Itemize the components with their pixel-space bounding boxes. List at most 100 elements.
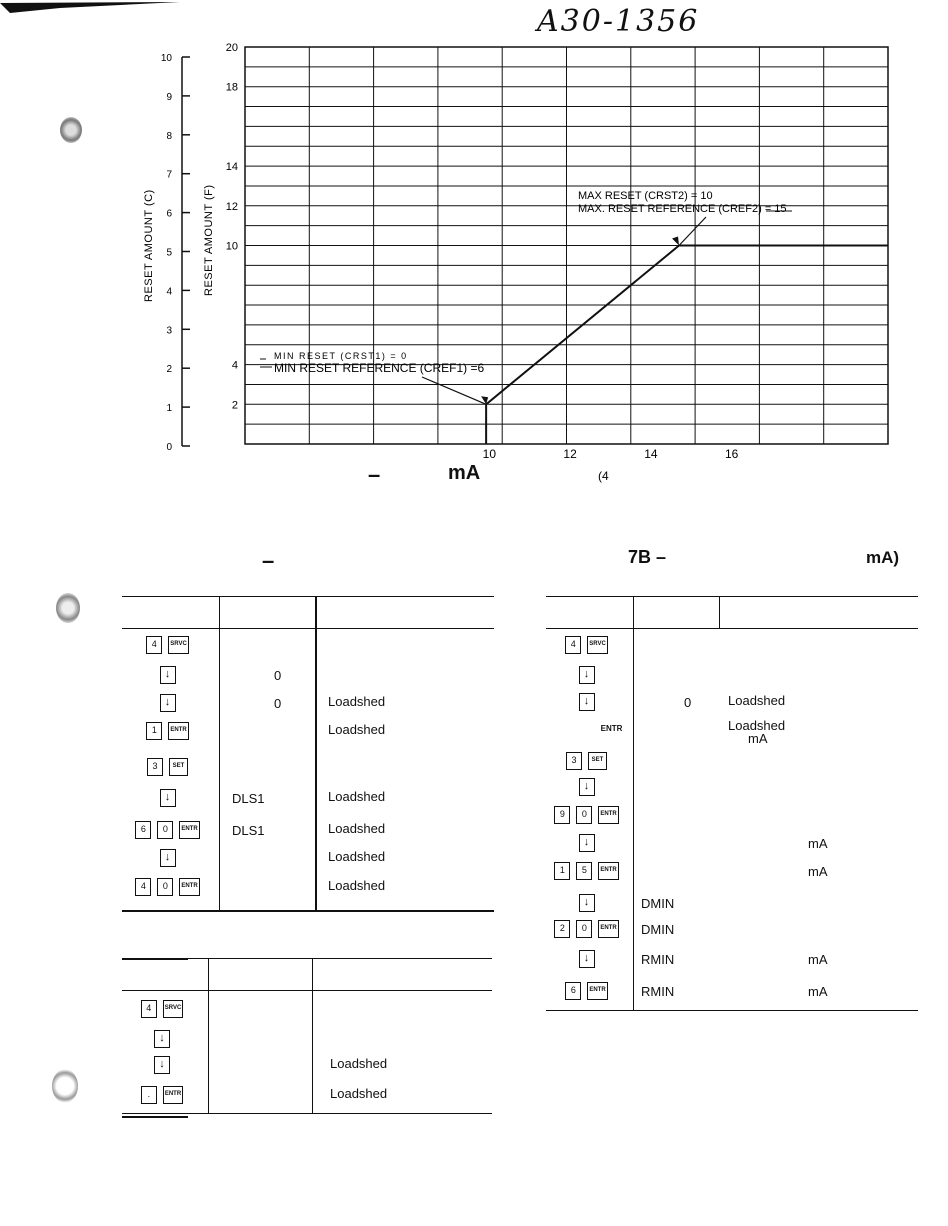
- key-sequence: .ENTR: [122, 1086, 208, 1104]
- annotation-max-reset: MAX RESET (CRST2) = 10: [578, 190, 713, 202]
- key-sequence: ↓: [546, 666, 633, 684]
- keycap-down-arrow: ↓: [159, 789, 176, 807]
- table-row: ↓: [122, 1030, 492, 1054]
- table-row: ↓0: [122, 666, 494, 690]
- left-axis-tick-label: 10: [161, 53, 173, 64]
- keycap-down-arrow: ↓: [578, 950, 595, 968]
- annotation-min-reset-reference: MIN RESET REFERENCE (CREF1) =6: [274, 361, 484, 375]
- key-sequence: 1 ENTR: [122, 722, 219, 740]
- right-axis-tick-label: 2: [232, 399, 238, 411]
- min-annotation-arrowhead: [481, 396, 489, 405]
- keycap-9: 9: [554, 806, 571, 824]
- keycap-entr: ENTR: [587, 982, 608, 1000]
- keycap-1: 1: [554, 862, 571, 880]
- handwritten-document-id: A30-1356: [537, 4, 700, 39]
- chart-grid: [244, 46, 889, 445]
- display-value: RMIN: [641, 984, 675, 999]
- keycap-entr: ENTR: [598, 920, 619, 938]
- y-axis-label-celsius: RESET AMOUNT (C): [143, 189, 155, 302]
- display-value: DMIN: [641, 922, 675, 937]
- keycap-down-arrow: ↓: [578, 693, 595, 711]
- comment-text: Loadshed: [328, 878, 386, 893]
- keycap-down-arrow: ↓: [159, 666, 176, 684]
- reset-line: [485, 244, 888, 444]
- keycap-6: 6: [135, 821, 152, 839]
- comment-text: Loadshed: [330, 1086, 388, 1101]
- key-sequence: 6 ENTR: [546, 982, 633, 1000]
- comment-text: Loadshed: [328, 722, 386, 737]
- right-axis-tick-label: 20: [226, 42, 238, 54]
- key-sequence: ↓: [546, 894, 633, 912]
- display-value: 0: [274, 696, 282, 711]
- comment-unit: mA: [808, 836, 828, 851]
- keycap-down-arrow: ↓: [159, 849, 176, 867]
- right-axis-tick-label: 14: [226, 161, 238, 173]
- chart-caption-unit: mA: [448, 462, 481, 484]
- key-label-enter: ENTR: [600, 724, 623, 733]
- comment-text: Loadshed: [328, 821, 386, 836]
- comment-text: Loadshed: [328, 789, 386, 804]
- keycap-4: 4: [140, 1000, 157, 1018]
- keycap-entr: ENTR: [179, 821, 200, 839]
- key-sequence: ENTR: [546, 718, 633, 736]
- keycap-down-arrow: ↓: [578, 778, 595, 796]
- table-row: .ENTR Loadshed: [122, 1086, 492, 1110]
- keycap-entr: ENTR: [168, 722, 189, 740]
- table-row: 3 SET: [122, 758, 494, 782]
- table-c-title-prefix: 7B –: [628, 547, 667, 567]
- key-sequence: ↓: [546, 693, 633, 711]
- chart-caption-dash: –: [368, 462, 381, 487]
- annotation-max-reset-reference: MAX. RESET REFERENCE (CREF2) = 15: [578, 203, 787, 215]
- key-sequence: ↓: [122, 1030, 208, 1048]
- comment-text: Loadshed: [328, 849, 386, 864]
- keycap-4: 4: [135, 878, 152, 896]
- max-annotation-arrowhead: [672, 236, 680, 246]
- keycap-down-arrow: ↓: [578, 666, 595, 684]
- table-row: ↓Loadshed: [122, 1056, 492, 1080]
- comment-text: Loadshed: [728, 718, 786, 733]
- key-sequence: ↓: [122, 694, 219, 712]
- keycap-0: 0: [157, 878, 174, 896]
- keycap-3: 3: [566, 752, 582, 770]
- right-axis-tick-label: 4: [232, 360, 238, 372]
- right-axis-tick-label: 18: [226, 82, 238, 94]
- left-axis-tick-label: 7: [166, 170, 172, 181]
- comment-unit: mA: [748, 731, 768, 746]
- left-axis-tick-label: 1: [166, 403, 172, 414]
- key-sequence: ↓: [546, 950, 633, 968]
- keycap-down-arrow: ↓: [154, 1056, 170, 1074]
- left-axis-tick-label: 0: [166, 442, 172, 453]
- keycap-set: SET: [169, 758, 188, 776]
- scan-edge-mark: [0, 0, 180, 13]
- table-row: ↓DMIN: [546, 894, 918, 918]
- keycap-6: 6: [565, 982, 582, 1000]
- comment-text: Loadshed: [728, 693, 786, 708]
- x-axis-tick-label: 10: [483, 447, 497, 461]
- display-value: DLS1: [232, 823, 265, 838]
- keycap-1: 1: [146, 722, 163, 740]
- keycap-3: 3: [147, 758, 163, 776]
- x-axis-note: (4: [598, 469, 609, 483]
- hole-punch-mark: [60, 117, 82, 143]
- table-row: 1 ENTR Loadshed: [122, 722, 494, 746]
- hole-punch-mark: [52, 1069, 78, 1103]
- keycap-2: 2: [554, 920, 571, 938]
